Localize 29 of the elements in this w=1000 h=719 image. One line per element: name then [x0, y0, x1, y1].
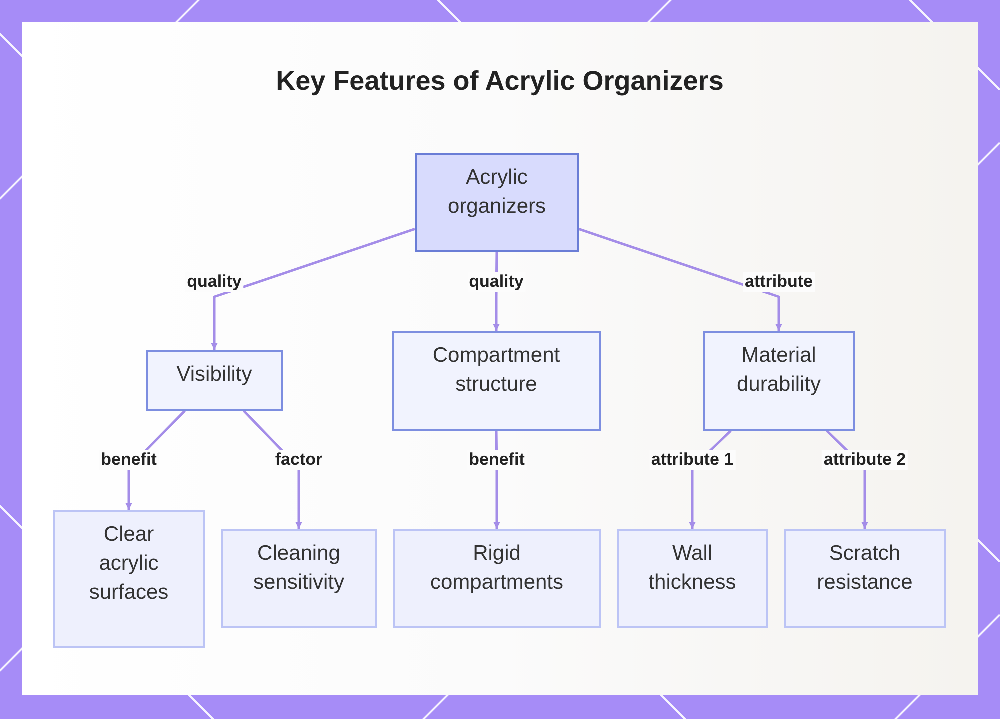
node-label: Rigid compartments — [429, 541, 565, 596]
node-label: Scratch resistance — [816, 541, 914, 596]
node-label: Cleaning sensitivity — [252, 541, 346, 596]
detail-box — [617, 529, 768, 628]
root-concept-box — [415, 153, 579, 252]
edge-label: attribute 2 — [822, 450, 908, 470]
connector-arrow — [211, 228, 416, 350]
category-box — [392, 331, 601, 431]
edge-label: benefit — [467, 450, 527, 470]
edge-label: quality — [185, 272, 244, 292]
diagram-title: Key Features of Acrylic Organizers — [276, 65, 724, 98]
detail-box — [221, 529, 377, 628]
edge-label: attribute 1 — [649, 450, 736, 470]
node-label: Clear acrylic surfaces — [88, 522, 170, 606]
edge-label: attribute — [743, 272, 815, 292]
edge-label: factor — [273, 450, 325, 470]
node-label: Compartment structure — [432, 343, 562, 398]
detail-box — [393, 529, 601, 628]
connector-arrow — [578, 228, 782, 331]
detail-box — [784, 529, 946, 628]
node-label: Wall thickness — [648, 541, 738, 596]
category-box — [146, 350, 283, 411]
node-label: Material durability — [736, 343, 822, 398]
edge-label: quality — [467, 272, 526, 292]
node-label: Visibility — [176, 362, 252, 388]
category-box — [703, 331, 855, 431]
node-label: Acrylic organizers — [446, 165, 548, 220]
edge-label: benefit — [99, 450, 159, 470]
detail-box — [53, 510, 205, 648]
